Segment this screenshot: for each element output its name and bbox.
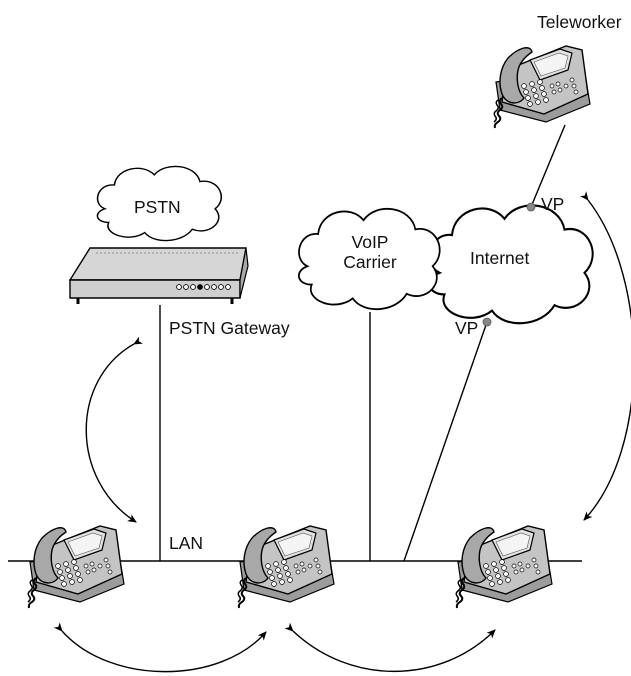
pstn-label: PSTN bbox=[134, 197, 181, 217]
arrow-center-to-right-phone bbox=[284, 622, 496, 673]
pstn-gateway-label: PSTN Gateway bbox=[169, 318, 290, 338]
pstn-gateway-device bbox=[68, 247, 249, 304]
arrow-left-to-center-phone bbox=[53, 622, 267, 673]
internet-label: Internet bbox=[470, 248, 530, 268]
lan-phone-right-icon bbox=[455, 525, 553, 609]
voip-carrier-label: VoIP Carrier bbox=[343, 232, 397, 273]
vp-top-dot bbox=[526, 202, 536, 212]
teleworker-phone-icon bbox=[493, 45, 591, 129]
lan-label: LAN bbox=[169, 533, 204, 553]
call-path-arrows bbox=[53, 191, 631, 673]
vp-bottom-label: VP bbox=[455, 318, 479, 338]
lan-phone-center-icon bbox=[237, 525, 335, 609]
network-links bbox=[8, 124, 582, 562]
gateway-port-leds bbox=[176, 284, 231, 290]
lan-phone-left-icon bbox=[27, 525, 125, 609]
arrow-gateway-to-left-phone bbox=[85, 336, 143, 523]
teleworker-label: Teleworker bbox=[537, 12, 622, 32]
vp-bottom-dot bbox=[482, 317, 492, 327]
vp-top-label: VP bbox=[541, 194, 565, 214]
arrow-teleworker-to-right-phone bbox=[579, 191, 631, 521]
internet-link bbox=[403, 321, 488, 562]
teleworker-link bbox=[530, 124, 566, 208]
